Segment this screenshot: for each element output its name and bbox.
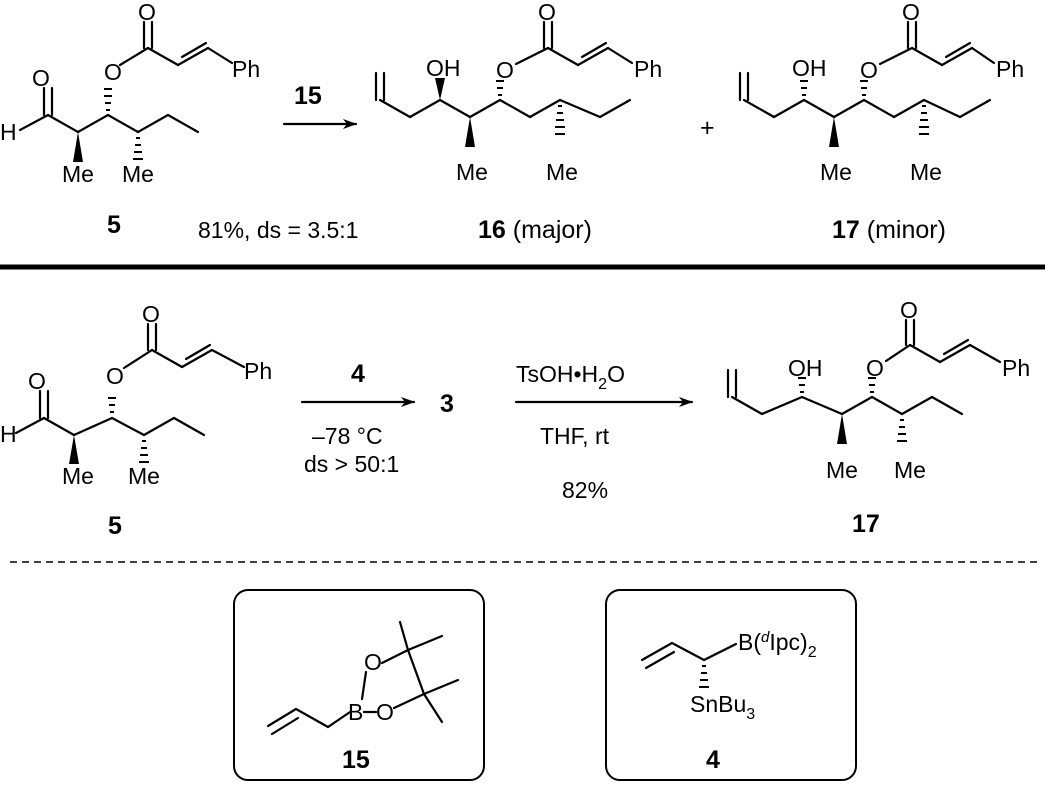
intermediate-label-3: 3 <box>440 390 454 418</box>
atom-ph: Ph <box>634 56 662 82</box>
atom-oh: OH <box>426 55 461 81</box>
condition-ds: ds > 50:1 <box>304 451 399 477</box>
plus-sign: + <box>700 114 715 142</box>
compound-label-5: 5 <box>107 211 121 239</box>
box-label-4: 4 <box>706 746 720 774</box>
atom-ph: Ph <box>1002 355 1030 381</box>
atom-o: O <box>138 0 156 25</box>
atom-me: Me <box>62 161 94 187</box>
condition-solvent: THF, rt <box>540 423 610 449</box>
atom-b: B <box>348 699 363 725</box>
atom-me: Me <box>122 161 154 187</box>
atom-me: Me <box>456 159 488 185</box>
atom-o: O <box>142 301 160 327</box>
boron-ipc-group: B(dIpc)2 <box>738 629 817 661</box>
atom-h: H <box>0 119 17 145</box>
box-label-15: 15 <box>342 746 370 774</box>
reagent-tsoh: TsOH•H2O <box>516 361 625 393</box>
compound-label-16: 16 (major) <box>478 216 592 244</box>
atom-me: Me <box>894 457 926 483</box>
tin-group: SnBu3 <box>690 691 755 723</box>
atom-o: O <box>32 65 50 91</box>
reagent-4-label: 4 <box>351 360 365 388</box>
atom-me: Me <box>546 159 578 185</box>
compound-label-5: 5 <box>108 512 122 540</box>
atom-o: O <box>866 355 884 381</box>
atom-o: O <box>860 57 878 83</box>
atom-ph: Ph <box>232 56 260 82</box>
compound-16 <box>374 20 634 147</box>
compound-5-bottom <box>14 322 246 464</box>
atom-me: Me <box>128 463 160 489</box>
compound-5-top <box>18 20 234 162</box>
compound-label-17: 17 <box>852 510 880 538</box>
atom-h: H <box>0 421 17 447</box>
atom-me: Me <box>826 457 858 483</box>
compound-label-17-minor: 17 (minor) <box>832 216 946 244</box>
atom-o: O <box>106 363 124 389</box>
compound-17-minor <box>738 20 996 147</box>
yield-ds-top: 81%, ds = 3.5:1 <box>198 217 358 243</box>
compound-17-bottom <box>726 318 1002 444</box>
atom-o: O <box>364 649 382 675</box>
atom-me: Me <box>62 463 94 489</box>
yield-bottom: 82% <box>562 477 608 503</box>
atom-o: O <box>28 368 46 394</box>
condition-temperature: –78 °C <box>312 423 383 449</box>
atom-o: O <box>376 699 394 725</box>
atom-o: O <box>104 59 122 85</box>
reagent-box-4 <box>605 589 857 781</box>
structure-4-allylborane <box>640 641 738 688</box>
reagent-box-15 <box>233 589 485 781</box>
atom-ph: Ph <box>244 358 272 384</box>
atom-oh: OH <box>792 55 827 81</box>
atom-me: Me <box>910 159 942 185</box>
atom-o: O <box>538 0 556 25</box>
atom-o: O <box>902 0 920 25</box>
atom-oh: OH <box>788 355 823 381</box>
atom-o: O <box>496 57 514 83</box>
atom-o: O <box>900 297 918 323</box>
structure-15-allyl-boronate <box>266 620 460 736</box>
atom-ph: Ph <box>996 56 1024 82</box>
reagent-15-label: 15 <box>294 82 322 110</box>
atom-me: Me <box>820 159 852 185</box>
